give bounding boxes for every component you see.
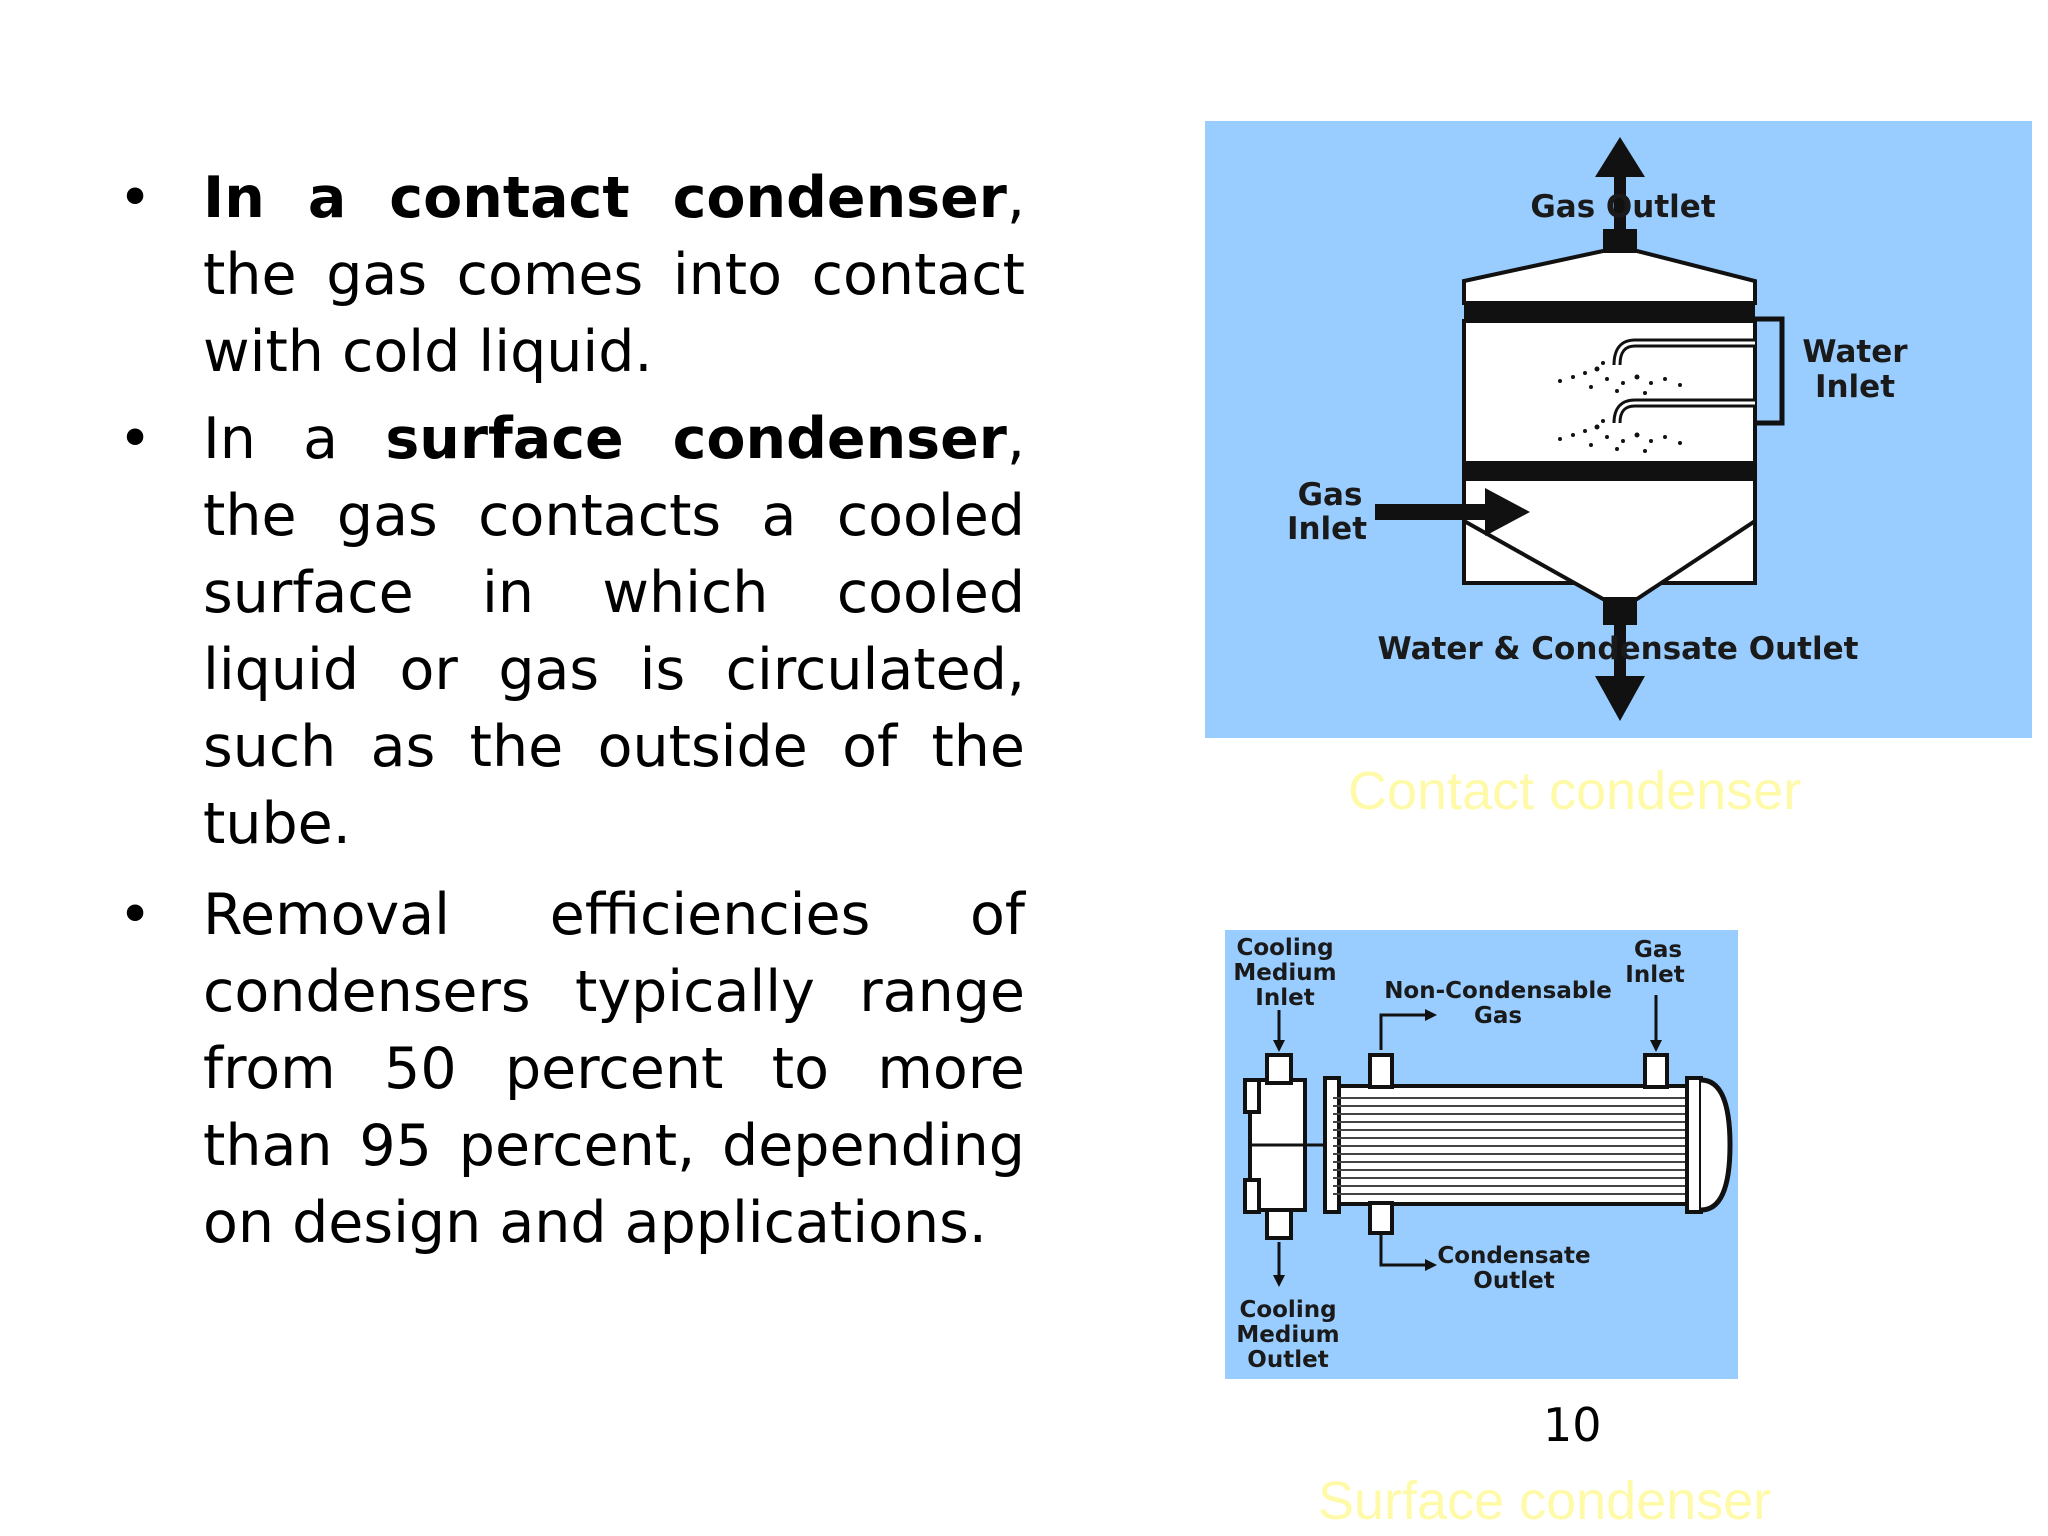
condensate-label-line1: Condensate [1437, 1243, 1590, 1269]
water-condensate-outlet-label: Water & Condensate Outlet [1378, 631, 1859, 667]
non-condensable-label-line1: Non-Condensable [1384, 978, 1612, 1004]
contact-condenser-diagram: Gas Outlet Water Inlet Gas Inlet Water &… [1205, 121, 2032, 738]
non-condensable-label-line2: Gas [1474, 1003, 1522, 1029]
bullet-item-contact-condenser: • In a contact condenser, the gas comes … [115, 160, 1025, 391]
surface-condenser-diagram: Cooling Medium Inlet Non-Condensable Gas… [1225, 930, 1738, 1379]
gas-inlet-label-line2: Inlet [1625, 962, 1684, 988]
bullet-lead-text: In a [203, 406, 386, 472]
page-number: 10 [1543, 1398, 1602, 1452]
bullet-text: In a surface condenser, the gas contacts… [203, 401, 1025, 863]
left-head-flange-top [1243, 1078, 1261, 1114]
bottom-outlet-arrow-head [1595, 676, 1645, 721]
bottom-outlet-nozzle [1603, 599, 1637, 625]
cooling-inlet-label-line1: Cooling [1236, 935, 1333, 961]
cooling-outlet-label-line1: Cooling [1239, 1297, 1336, 1323]
bullet-text: In a contact condenser, the gas comes in… [203, 160, 1025, 391]
bullet-dot: • [118, 882, 152, 948]
water-inlet-label-line2: Inlet [1815, 369, 1895, 405]
condensate-label-line2: Outlet [1473, 1268, 1554, 1294]
condensate-arrow [1379, 1235, 1430, 1267]
cooling-outlet-label-line3: Outlet [1247, 1347, 1328, 1373]
cooling-inlet-label-line2: Medium [1233, 960, 1336, 986]
cooling-inlet-label-line3: Inlet [1255, 985, 1314, 1011]
condensate-arrow-head [1425, 1259, 1437, 1271]
right-tubesheet [1685, 1076, 1703, 1214]
bottom-plate [1464, 461, 1755, 479]
cooling-outlet-nozzle [1265, 1208, 1293, 1240]
top-plate [1464, 303, 1755, 321]
spray-droplets-lower [1558, 419, 1682, 453]
condensate-outlet-nozzle [1368, 1201, 1394, 1235]
gas-inlet-label-line1: Gas [1298, 477, 1363, 513]
bullet-item-surface-condenser: • In a surface condenser, the gas contac… [115, 401, 1025, 863]
gas-inlet-label-line2: Inlet [1287, 511, 1367, 547]
water-inlet-label-line1: Water [1802, 334, 1908, 370]
surface-condenser-figure: Cooling Medium Inlet Non-Condensable Gas… [1225, 930, 1738, 1379]
bullet-text: Removal efficiencies of condensers typic… [203, 877, 1025, 1262]
tube-bundle [1333, 1097, 1695, 1195]
cooling-outlet-arrow-head [1273, 1275, 1285, 1287]
non-condensable-gas-nozzle [1368, 1053, 1394, 1089]
bullet-dot: • [118, 165, 152, 231]
bullet-item-removal-efficiencies: • Removal efficiencies of condensers typ… [115, 877, 1025, 1262]
water-inlet-pipe [1755, 316, 1785, 426]
gas-outlet-nozzle [1603, 229, 1637, 251]
surface-condenser-caption: Surface condenser [1318, 1471, 1772, 1531]
non-condensable-arrow [1379, 1013, 1430, 1050]
gas-outlet-arrow-head [1595, 137, 1645, 177]
gas-outlet-label: Gas Outlet [1530, 189, 1716, 225]
gas-inlet-arrow-shaft [1375, 504, 1493, 520]
bottom-outlet-arrow-shaft [1614, 625, 1626, 680]
bullet-list: • In a contact condenser, the gas comes … [115, 160, 1025, 1272]
spray-pipe-lower-highlight [1615, 401, 1755, 424]
cooling-outlet-label-line2: Medium [1236, 1322, 1339, 1348]
gas-outlet-arrow-shaft [1614, 161, 1626, 231]
bullet-rest-text: , the gas contacts a cooled surface in w… [203, 406, 1025, 857]
contact-condenser-caption: Contact condenser [1348, 761, 1802, 821]
gas-inlet-nozzle [1643, 1053, 1669, 1089]
bullet-dot: • [118, 406, 152, 472]
return-head [1700, 1077, 1733, 1213]
contact-condenser-figure: Gas Outlet Water Inlet Gas Inlet Water &… [1205, 121, 2032, 738]
spray-droplets-upper [1558, 361, 1682, 395]
spray-pipe-upper-highlight [1615, 341, 1755, 366]
cooling-inlet-arrow-head [1273, 1040, 1285, 1052]
gas-inlet-arrow-head [1650, 1040, 1662, 1052]
gas-inlet-arrow-head [1485, 488, 1530, 536]
bullet-bold-text: surface condenser [385, 406, 1007, 472]
bullet-bold-text: In a contact condenser [203, 165, 1007, 231]
left-head-flange-bottom [1243, 1178, 1261, 1214]
gas-inlet-label-line1: Gas [1634, 937, 1682, 963]
bullet-rest-text: , the gas comes into contact with cold l… [203, 165, 1025, 385]
bullet-lead-text: Removal efficiencies of condensers typic… [203, 882, 1025, 1256]
cooling-inlet-nozzle [1265, 1053, 1293, 1085]
non-condensable-arrow-head [1425, 1009, 1437, 1021]
